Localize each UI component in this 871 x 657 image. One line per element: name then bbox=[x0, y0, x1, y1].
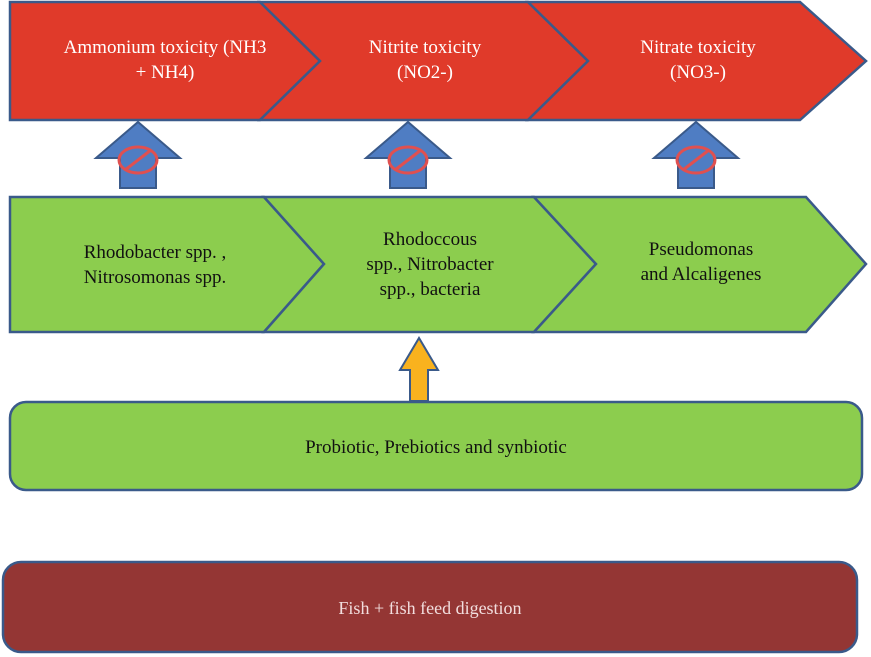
ammonium-toxicity-line2: + NH4) bbox=[135, 62, 195, 83]
bacteria-2-line2: spp., Nitrobacter bbox=[366, 253, 494, 275]
feed-text: Fish + fish feed digestion bbox=[338, 597, 522, 618]
bacteria-1-line1: Rhodobacter spp. , bbox=[83, 242, 227, 263]
no-symbol-icon bbox=[117, 145, 159, 175]
bacteria-label-3: Pseudomonas and Alcaligenes bbox=[596, 232, 806, 292]
supplement-box bbox=[8, 400, 864, 492]
feed-label: Fish + fish feed digestion bbox=[3, 591, 857, 625]
supplement-text: Probiotic, Prebiotics and synbiotic bbox=[305, 436, 567, 458]
nitrite-toxicity-label: Nitrite toxicity (NO2-) bbox=[320, 30, 530, 90]
ammonium-toxicity-label: Ammonium toxicity (NH3 + NH4) bbox=[20, 30, 310, 90]
supplement-label: Probiotic, Prebiotics and synbiotic bbox=[10, 430, 862, 464]
inhibit-arrow-2 bbox=[363, 120, 453, 189]
bacteria-2-line3: spp., bacteria bbox=[379, 278, 481, 300]
inhibit-arrow-1 bbox=[93, 120, 183, 189]
bacteria-2-line1: Rhodoccous bbox=[383, 228, 477, 250]
bacteria-label-1: Rhodobacter spp. , Nitrosomonas spp. bbox=[30, 230, 280, 300]
nitrate-toxicity-line2: (NO3-) bbox=[670, 62, 726, 83]
bacteria-chevron-3 bbox=[531, 195, 868, 334]
bacteria-3-line1: Pseudomonas bbox=[648, 239, 754, 260]
feed-box bbox=[1, 560, 859, 654]
nitrate-toxicity-label: Nitrate toxicity (NO3-) bbox=[588, 30, 808, 90]
up-arrow-icon bbox=[398, 336, 440, 402]
nitrate-toxicity-chevron bbox=[524, 0, 868, 122]
ammonium-toxicity-line1: Ammonium toxicity (NH3 bbox=[63, 37, 267, 58]
no-symbol-icon bbox=[675, 145, 717, 175]
bacteria-3-line2: and Alcaligenes bbox=[640, 264, 762, 285]
nitrite-toxicity-line1: Nitrite toxicity bbox=[368, 37, 482, 58]
no-symbol-icon bbox=[387, 145, 429, 175]
inhibit-arrow-3 bbox=[651, 120, 741, 189]
bacteria-label-2: Rhodoccous spp., Nitrobacter spp., bacte… bbox=[330, 224, 530, 304]
nitrite-toxicity-line2: (NO2-) bbox=[397, 62, 453, 83]
bacteria-1-line2: Nitrosomonas spp. bbox=[83, 267, 227, 288]
nitrate-toxicity-line1: Nitrate toxicity bbox=[640, 37, 756, 58]
